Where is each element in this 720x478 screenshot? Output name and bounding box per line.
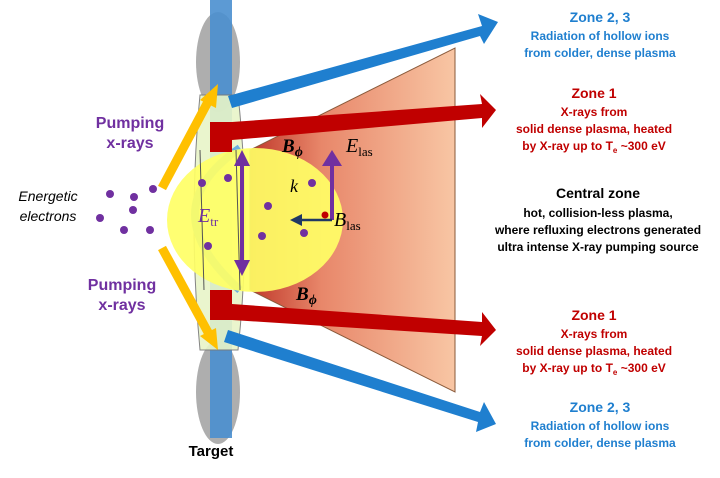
electron-dot xyxy=(130,193,138,201)
zone23-arrow-top xyxy=(228,14,498,108)
electron-dot xyxy=(300,229,308,237)
central-line1: hot, collision-less plasma, xyxy=(523,206,672,220)
electron-dot xyxy=(198,179,206,187)
e-las-label: Elas xyxy=(345,135,373,159)
pumping-arrow-top xyxy=(158,95,214,191)
pumping-arrowhead-bottom xyxy=(200,328,218,350)
electron-dot xyxy=(264,202,272,210)
central-line3: ultra intense X-ray pumping source xyxy=(497,240,699,254)
e-tr-main: E xyxy=(197,205,210,227)
zone1-bottom-line3-b: ~300 eV xyxy=(617,361,665,375)
e-tr-arrowhead-up xyxy=(234,150,250,166)
zone23-top-line2: from colder, dense plasma xyxy=(524,46,676,60)
e-tr-sub: tr xyxy=(210,214,219,229)
electron-dot xyxy=(146,226,154,234)
zone1-top-line2: solid dense plasma, heated xyxy=(516,122,672,136)
pumping-top-line2: x-rays xyxy=(106,135,153,152)
electron-dot xyxy=(224,174,232,182)
zone23-arrow-bottom xyxy=(224,330,496,432)
red-block-bottom xyxy=(210,290,232,320)
electron-dot xyxy=(106,190,114,198)
electron-dots xyxy=(96,174,316,250)
b-las-main: B xyxy=(334,209,346,231)
central-plasma xyxy=(167,148,343,292)
b-phi-bottom-sub: ϕ xyxy=(309,293,317,308)
b-phi-bottom-label: Bϕ xyxy=(295,284,317,308)
central-line2: where refluxing electrons generated xyxy=(494,223,701,237)
b-phi-top-sub: ϕ xyxy=(295,145,303,160)
zone1-top-line3-a: by X-ray up to T xyxy=(522,139,613,153)
zone1-bottom-line1: X-rays from xyxy=(561,327,628,341)
zone1-bottom-line3-sub: e xyxy=(613,368,618,377)
zone23-bottom-line2: from colder, dense plasma xyxy=(524,436,676,450)
zone1-bottom-title: Zone 1 xyxy=(571,307,616,323)
e-las-main: E xyxy=(345,135,358,157)
target-line-1 xyxy=(199,149,205,291)
pumping-arrowhead-top xyxy=(200,84,218,108)
zone23-bottom-line1: Radiation of hollow ions xyxy=(531,419,670,433)
b-las-dot xyxy=(321,211,329,219)
zone1-bottom-line2: solid dense plasma, heated xyxy=(516,344,672,358)
e-tr-arrowhead-down xyxy=(234,260,250,276)
b-phi-top-main: B xyxy=(281,136,295,157)
zone1-arrow-top xyxy=(232,94,496,140)
energetic-line2: electrons xyxy=(20,208,77,224)
b-phi-bottom-main: B xyxy=(295,284,309,305)
central-title: Central zone xyxy=(556,185,640,201)
zone1-top-line3-sub: e xyxy=(613,146,618,155)
electron-dot xyxy=(308,179,316,187)
zone1-bottom-line3-a: by X-ray up to T xyxy=(522,361,613,375)
red-block-top xyxy=(210,122,232,152)
electron-dot xyxy=(96,214,104,222)
b-las-label: Blas xyxy=(334,209,361,233)
b-phi-top-label: Bϕ xyxy=(281,136,303,160)
electron-dot xyxy=(204,242,212,250)
k-label: k xyxy=(290,176,299,196)
e-tr-label: Etr xyxy=(197,205,219,229)
zone1-arrow-bottom xyxy=(232,304,496,346)
electron-dot xyxy=(129,206,137,214)
e-las-arrowhead xyxy=(322,150,342,166)
k-arrowhead xyxy=(290,214,302,226)
zone23-top-line1: Radiation of hollow ions xyxy=(531,29,670,43)
electron-dot xyxy=(120,226,128,234)
electron-dot xyxy=(258,232,266,240)
pumping-arrow-bottom xyxy=(158,245,214,339)
zone23-top-title: Zone 2, 3 xyxy=(570,9,631,25)
pumping-top-line1: Pumping xyxy=(96,115,164,132)
zone1-top-title: Zone 1 xyxy=(571,85,616,101)
pumping-bottom-line2: x-rays xyxy=(98,297,145,314)
zone23-bottom-title: Zone 2, 3 xyxy=(570,399,631,415)
zone1-top-line3: by X-ray up to Te ~300 eV xyxy=(522,139,666,155)
b-las-sub: las xyxy=(346,218,360,233)
target-label: Target xyxy=(189,443,234,460)
zone1-top-line1: X-rays from xyxy=(561,105,628,119)
energetic-line1: Energetic xyxy=(18,188,77,204)
zone1-top-line3-b: ~300 eV xyxy=(617,139,665,153)
zone1-bottom-line3: by X-ray up to Te ~300 eV xyxy=(522,361,666,377)
pumping-bottom-line1: Pumping xyxy=(88,277,156,294)
electron-dot xyxy=(149,185,157,193)
e-las-sub: las xyxy=(358,144,372,159)
